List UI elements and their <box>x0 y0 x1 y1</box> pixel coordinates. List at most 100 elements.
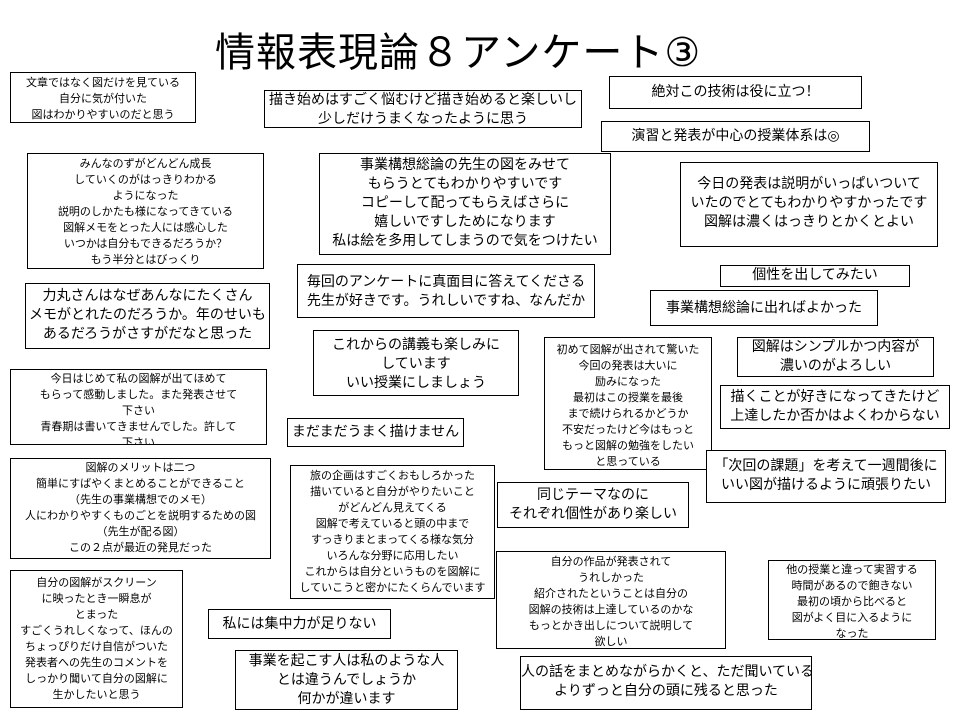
comment-line: しっかり聞いて自分の図解に <box>25 672 168 685</box>
comment-line: もっと図解の勉強をしたい <box>562 439 694 452</box>
comment-line: 図がよく目に入るように <box>791 611 913 624</box>
comment-line: 先生が好きです。うれしいですね、なんだか <box>306 293 586 309</box>
comment-line: 図解のメリットは二つ <box>85 461 196 474</box>
comment-line: （先生が配る図） <box>96 525 185 538</box>
comment-line: この２点が最近の発見だった <box>69 541 212 554</box>
comment-line: 濃いのがよろしい <box>779 358 892 374</box>
comment-box: 演習と発表が中心の授業体系は◎ <box>601 121 870 152</box>
comment-line: うれしかった <box>578 571 644 584</box>
comment-line: もっとかき出しについて説明して <box>528 619 694 632</box>
comment-box: 図解はシンプルかつ内容が 濃いのがよろしい <box>737 337 934 377</box>
comment-box: 図解のメリットは二つ 簡単にすばやくまとめることができること （先生の事業構想で… <box>10 458 271 559</box>
comment-line: 時間があるので飽きない <box>791 579 913 592</box>
comment-line: すごくうれしくなって、ほんの <box>20 624 173 637</box>
comment-line: あるだろうがさすがだなと思った <box>42 326 253 342</box>
comment-line: なった <box>835 627 869 640</box>
comment-line: 絶対この技術は役に立つ！ <box>651 84 820 100</box>
comment-line: 今回の発表は大いに <box>578 359 678 372</box>
comment-line: 私は絵を多用してしまうので気をつけたい <box>332 233 598 249</box>
comment-line: 何かが違います <box>297 691 396 707</box>
comment-box: これからの講義も楽しみに しています いい授業にしましょう <box>313 330 519 396</box>
comment-box: 今日はじめて私の図解が出てほめて もらって感動しました。また発表させて 下さい … <box>10 369 267 445</box>
comment-line: まで続けられるかどうか <box>567 407 689 420</box>
comment-line: 最初の頃から比べると <box>797 595 907 608</box>
comment-line: 旅の企画はすごくおもしろかった <box>310 469 475 482</box>
comment-line: 図解の技術は上達しているのかな <box>528 603 694 616</box>
comment-line: 発表者への先生のコメントを <box>25 656 168 669</box>
comment-line: もらうとてもわかりやすいです <box>367 176 563 192</box>
comment-line: ちょっぴりだけ自信がついた <box>25 640 168 653</box>
comment-line: （先生の事業構想でのメモ） <box>69 493 212 506</box>
comment-line: 自分に気が付いた <box>59 92 147 105</box>
comment-line: 図はわかりやすいのだと思う <box>31 108 175 121</box>
comment-box: 人の話をまとめながらかくと、ただ聞いている よりずっと自分の頭に残ると思った <box>520 656 812 710</box>
comment-line: 図解は濃くはっきりとかくとよい <box>704 214 914 230</box>
comment-box: 他の授業と違って実習する 時間があるので飽きない 最初の頃から比べると 図がよく… <box>768 560 936 640</box>
comment-line: 私には集中力が足りない <box>222 616 377 632</box>
comment-line: 図解はシンプルかつ内容が <box>751 339 920 355</box>
comment-line: 自分の作品が発表されて <box>550 555 672 568</box>
comment-box: 絶対この技術は役に立つ！ <box>609 76 862 109</box>
comment-line: 演習と発表が中心の授業体系は◎ <box>631 128 840 144</box>
comment-line: 描いていると自分がやりたいこと <box>310 485 475 498</box>
comment-line: 自分の図解がスクリーン <box>36 576 157 589</box>
comment-line: 最初はこの授業を最後 <box>573 391 683 404</box>
comment-line: 事業構想総論の先生の図をみせて <box>360 157 570 173</box>
comment-line: 毎回のアンケートに真面目に答えてくださる <box>306 274 586 290</box>
comment-line: 下さい <box>122 404 155 417</box>
comment-box: 同じテーマなのに それぞれ個性があり楽しい <box>497 482 689 528</box>
comment-line: 今日はじめて私の図解が出てほめて <box>50 372 227 385</box>
comment-box: 事業構想総論に出ればよかった <box>650 290 878 326</box>
comment-line: すっきりまとまってくる様な気分 <box>310 533 475 546</box>
comment-line: しています <box>381 356 451 372</box>
comment-box: 私には集中力が足りない <box>208 609 391 639</box>
comment-line: 力丸さんはなぜあんなにたくさん <box>42 288 253 304</box>
comment-line: 下さい <box>122 436 155 445</box>
comment-line: がどんどん見えてくる <box>338 501 447 514</box>
comment-line: いたのでとてもわかりやすかったです <box>690 195 928 211</box>
comment-line: コピーして配ってもらえばさらに <box>360 195 570 211</box>
comment-line: 人の話をまとめながらかくと、ただ聞いている <box>521 664 812 680</box>
comment-line: いろんな分野に応用したい <box>326 549 459 562</box>
comment-box: 旅の企画はすごくおもしろかった 描いていると自分がやりたいこと がどんどん見えて… <box>290 465 495 599</box>
comment-line: していこうと密かにたくらんでいます <box>299 581 486 594</box>
comment-line: 他の授業と違って実習する <box>786 563 918 576</box>
comment-line: と思っている <box>595 455 661 468</box>
comment-line: よりずっと自分の頭に残ると思った <box>554 683 778 699</box>
comment-line: ようになった <box>112 189 179 202</box>
comment-line: 少しだけうまくなったように思う <box>318 111 528 127</box>
comment-line: いつかは自分もできるだろうか？ <box>63 237 228 250</box>
comment-line: もらって感動しました。また発表させて <box>39 388 238 401</box>
comment-line: いい図が描けるように頑張りたい <box>721 477 931 493</box>
comment-line: 「次回の課題」を考えて一週間後に <box>714 458 938 474</box>
comment-line: 欲しい <box>594 635 628 648</box>
comment-box: まだまだうまく描けません <box>287 418 464 447</box>
comment-line: いい授業にしましょう <box>346 375 486 391</box>
comment-line: それぞれ個性があり楽しい <box>509 506 677 522</box>
comment-line: まだまだうまく描けません <box>291 424 460 440</box>
comment-line: 事業を起こす人は私のような人 <box>248 653 445 669</box>
comment-line: していくのがはっきりわかる <box>74 173 217 186</box>
comment-line: 事業構想総論に出ればよかった <box>666 300 862 316</box>
comment-box: 個性を出してみたい <box>720 265 910 287</box>
comment-box: 「次回の課題」を考えて一週間後に いい図が描けるように頑張りたい <box>706 450 946 503</box>
comment-line: とは違うんでしょうか <box>276 672 417 688</box>
comment-box: みんなのずがどんどん成長 していくのがはっきりわかる ようになった 説明のしかた… <box>27 153 264 269</box>
comment-line: 不安だったけど今はもっと <box>562 423 694 436</box>
comment-line: 図解で考えていると頭の中まで <box>315 517 470 530</box>
comment-line: 上達したか否かはよくわからない <box>730 408 940 424</box>
comment-line: 簡単にすばやくまとめることができること <box>36 477 245 490</box>
comment-line: 文章ではなく図だけを見ている <box>26 76 180 89</box>
comment-box: 事業構想総論の先生の図をみせて もらうとてもわかりやすいです コピーして配っても… <box>319 153 611 255</box>
comment-line: 個性を出してみたい <box>752 267 878 283</box>
comment-line: 図解メモをとった人には感心した <box>63 221 228 234</box>
comment-line: とまった <box>74 608 119 621</box>
comment-line: 青春期は書いてきませんでした。許して <box>40 420 237 433</box>
comment-line: 人にわかりやすくものごとを説明するための図 <box>25 509 256 522</box>
comment-line: メモがとれたのだろうか。年のせいも <box>29 307 266 323</box>
page-title: 情報表現論８アンケート③ <box>215 30 702 76</box>
comment-box: 毎回のアンケートに真面目に答えてくださる 先生が好きです。うれしいですね、なんだ… <box>297 264 595 318</box>
comment-line: これからは自分というものを図解に <box>304 565 481 578</box>
comment-box: 自分の作品が発表されて うれしかった 紹介されたということは自分の 図解の技術は… <box>496 551 726 649</box>
comment-line: 今日の発表は説明がいっぱいついて <box>697 176 921 192</box>
